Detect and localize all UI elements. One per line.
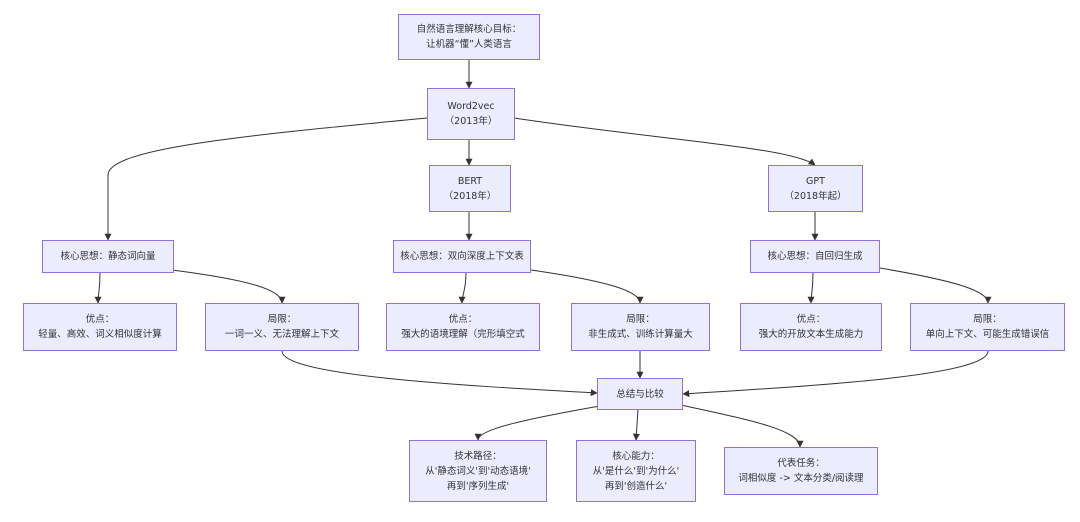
gpt-cons-line2: 单向上下文、可能生成错误信 [925,329,1050,340]
bert-cons-line1: 局限： [626,314,655,325]
goal-node-line1: 自然语言理解核心目标： [416,24,522,35]
gpt-cons-line1: 局限： [973,314,1002,325]
bert-pros-node: 优点： 强大的语境理解（完形填空式 [386,303,540,351]
bert-node: BERT （2018年） [429,165,511,212]
edge-w2v-con-to-summary [281,350,598,397]
w2v-core-idea-text: 核心思想：静态词向量 [60,251,156,262]
core-ability-line3: 再到'创造什么' [604,480,668,492]
tech-path-line2: 从'静态词义'到'动态语境' [425,465,531,477]
bert-pros-line1: 优点： [448,314,478,325]
edge-bert-idea-to-pro [458,272,467,304]
w2v-cons-node: 局限： 一词一义、无法理解上下文 [205,303,359,351]
summary-node: 总结与比较 [597,378,683,410]
gpt-node-line1: GPT [806,175,825,187]
tech-path-line3: 再到'序列生成' [446,480,510,492]
bert-core-idea-node: 核心思想：双向深度上下文表 [393,240,531,273]
bert-pros-line2: 强大的语境理解（完形填空式 [401,329,525,340]
edge-gpt-con-to-summary [682,350,989,398]
representative-task-line2: 词相似度 -> 文本分类/阅读理 [738,473,864,484]
word2vec-node-line1: Word2vec [447,101,495,112]
bert-node-line2: （2018年） [443,190,497,202]
w2v-pros-node: 优点： 轻量、高效、词义相似度计算 [23,303,177,351]
edge-summary-to-path [474,405,601,441]
edge-summary-to-task [680,404,804,448]
edge-summary-to-ability [632,408,640,441]
gpt-pros-line2: 强大的开放文本生成能力 [758,329,864,340]
goal-node: 自然语言理解核心目标： 让机器“懂”人类语言 [398,14,540,60]
edge-bert-idea-to-con [530,269,644,304]
edge-word2vec-to-gpt [513,117,816,166]
w2v-cons-line2: 一词一义、无法理解上下文 [224,329,339,340]
core-ability-node: 核心能力： 从'是什么'到'为什么' 再到'创造什么' [576,440,696,502]
bert-cons-node: 局限： 非生成式、训练计算量大 [571,303,710,351]
gpt-node: GPT （2018年起） [768,165,863,212]
gpt-node-line2: （2018年起） [784,190,847,202]
core-ability-line2: 从'是什么'到'为什么' [592,465,680,477]
summary-text: 总结与比较 [616,388,664,400]
core-ability-line1: 核心能力： [612,450,660,462]
gpt-core-idea-text: 核心思想：自回归生成 [767,251,863,262]
edge-gpt-idea-to-pro [807,272,815,304]
bert-cons-line2: 非生成式、训练计算量大 [588,329,693,340]
tech-path-node: 技术路径： 从'静态词义'到'动态语境' 再到'序列生成' [409,440,547,502]
w2v-pros-line1: 优点： [85,314,115,325]
edge-w2v-idea-to-pro [94,272,102,304]
goal-node-line2: 让机器“懂”人类语言 [426,39,512,50]
gpt-cons-node: 局限： 单向上下文、可能生成错误信 [910,303,1065,351]
word2vec-node: Word2vec （2013年） [427,88,515,140]
w2v-pros-line2: 轻量、高效、词义相似度计算 [38,329,162,340]
edge-gpt-idea-to-con [879,267,992,304]
bert-core-idea-text: 核心思想：双向深度上下文表 [400,251,524,262]
gpt-pros-line1: 优点： [796,314,826,325]
word2vec-node-line2: （2013年） [444,116,498,127]
w2v-core-idea-node: 核心思想：静态词向量 [42,240,174,273]
representative-task-line1: 代表任务： [777,458,825,469]
representative-task-node: 代表任务： 词相似度 -> 文本分类/阅读理 [724,447,878,495]
gpt-pros-node: 优点： 强大的开放文本生成能力 [740,303,882,351]
w2v-cons-line1: 局限： [267,314,297,325]
edge-w2v-idea-to-con [171,269,286,304]
bert-node-line1: BERT [457,175,483,187]
gpt-core-idea-node: 核心思想：自回归生成 [750,240,880,273]
edge-word2vec-to-w2v-idea [104,117,428,241]
tech-path-line1: 技术路径： [454,450,502,462]
